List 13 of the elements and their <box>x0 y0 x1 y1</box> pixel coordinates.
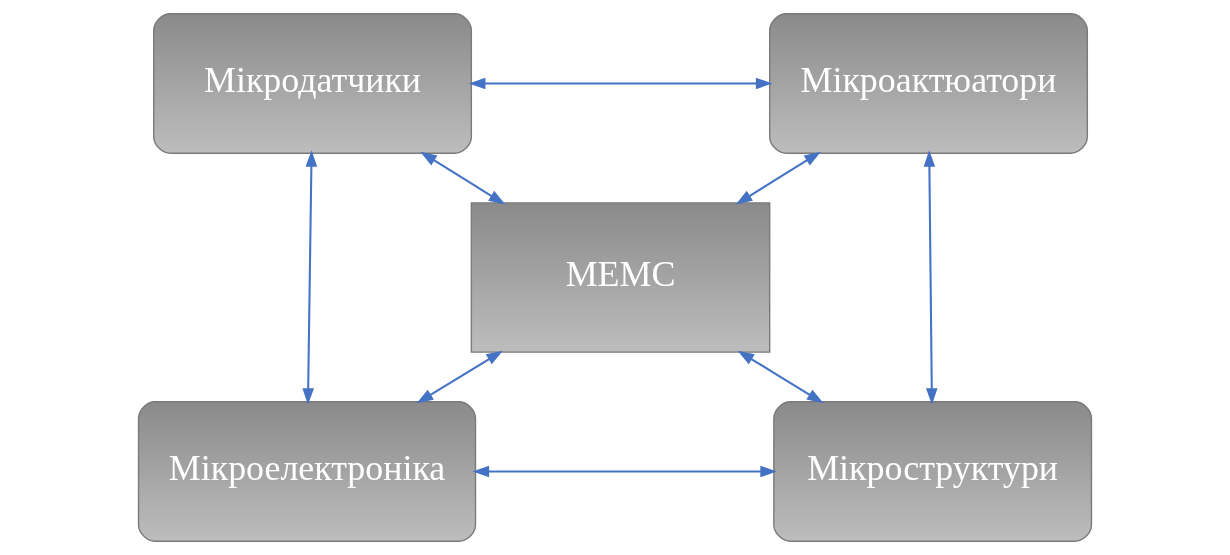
arrow <box>472 465 777 478</box>
arrow <box>737 350 824 404</box>
arrow <box>923 150 938 405</box>
arrow <box>468 77 773 90</box>
arrow <box>420 151 506 205</box>
node-box: Мікродатчики <box>153 13 473 154</box>
arrow <box>735 151 821 205</box>
node-box: Мікроелектроніка <box>137 401 477 542</box>
node-box: Мікроструктури <box>773 401 1093 542</box>
arrow <box>302 150 318 405</box>
node-box: Мікроактюатори <box>769 13 1088 154</box>
arrow <box>416 350 503 404</box>
node-box: МЕМС <box>470 202 771 353</box>
